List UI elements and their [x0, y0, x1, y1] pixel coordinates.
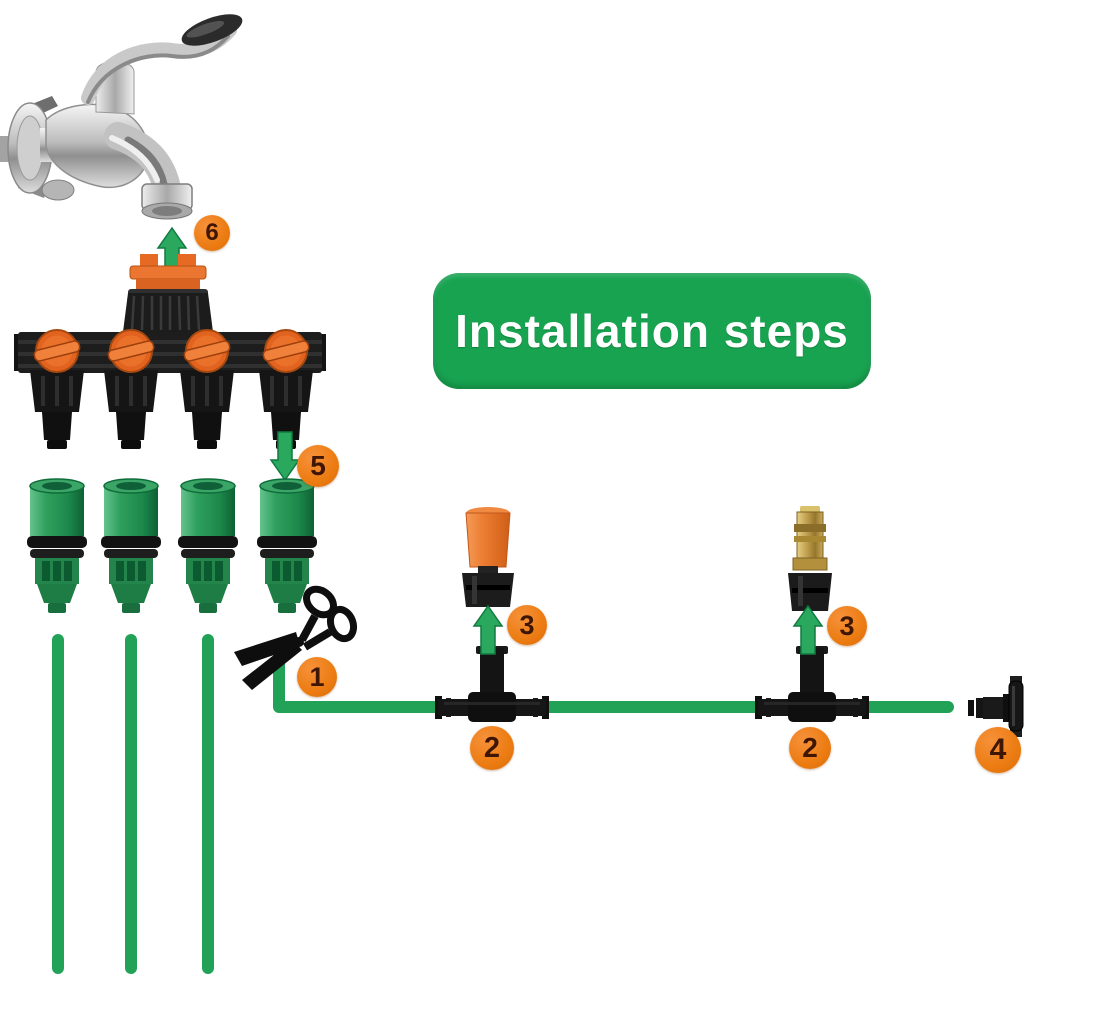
splitter-valve [258, 329, 314, 450]
tap-adapter [123, 254, 213, 332]
step-badge-3-left: 3 [507, 605, 547, 645]
step-badge-2-right: 2 [789, 727, 831, 769]
splitter-valve [179, 329, 235, 450]
step-badge-1: 1 [297, 657, 337, 697]
tee-connector [755, 646, 869, 722]
banner-title: Installation steps [455, 305, 849, 357]
tee-connector [435, 646, 549, 722]
mist-nozzle-brass [788, 506, 832, 611]
scissors-icon [234, 585, 358, 690]
mist-nozzle-orange [462, 507, 514, 607]
step-badge-4: 4 [975, 727, 1021, 773]
hose-quick-connector [26, 478, 88, 614]
step-badge-5: 5 [297, 445, 339, 487]
step-badge-6: 6 [194, 215, 230, 251]
main-tube [273, 642, 954, 713]
step-badge-2-left: 2 [470, 726, 514, 770]
four-way-splitter [14, 329, 326, 450]
faucet-illustration [0, 14, 243, 220]
splitter-valve [29, 329, 85, 450]
end-plug [968, 676, 1024, 737]
hose-quick-connector [177, 478, 239, 614]
hose-quick-connector [100, 478, 162, 614]
step-badge-3-right: 3 [827, 606, 867, 646]
faucet-lever-paddle [181, 14, 243, 46]
installation-steps-banner: Installation steps [433, 273, 871, 389]
splitter-valve [103, 329, 159, 450]
